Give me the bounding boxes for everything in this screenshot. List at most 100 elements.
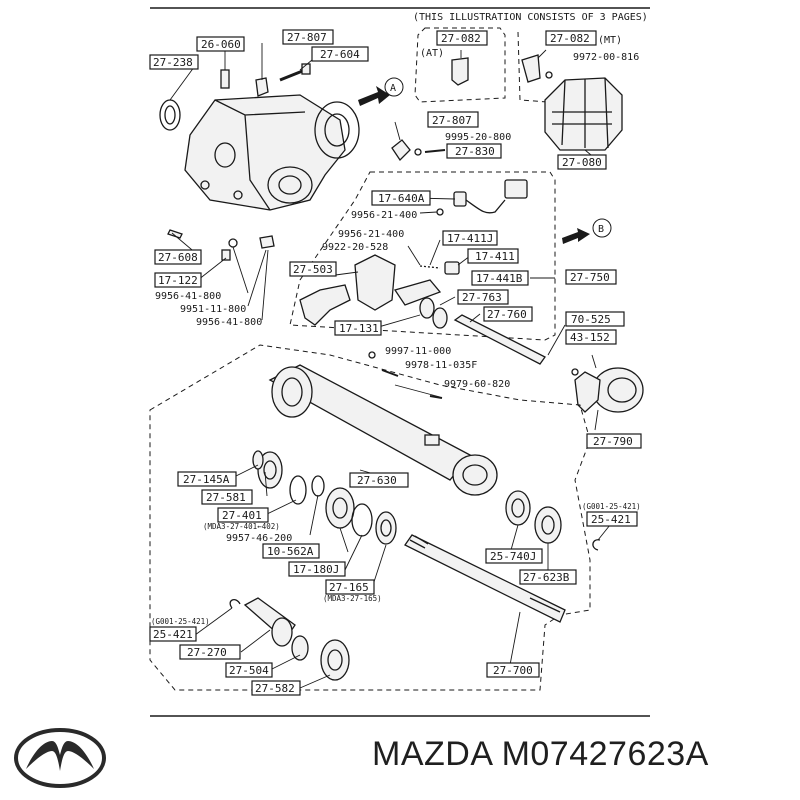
label-9957-46-200: 9957-46-200 [226, 533, 292, 544]
shift-group-outline [289, 171, 556, 341]
svg-text:27-165: 27-165 [329, 581, 369, 594]
label-17-411j: 17-411J [442, 230, 498, 246]
svg-text:70-525: 70-525 [571, 313, 611, 326]
label-27-082-mt: 27-082 [545, 30, 597, 46]
gear-shaft-27-270 [243, 597, 296, 647]
seal-27-623b [534, 506, 562, 544]
label-27-238: 27-238 [149, 54, 199, 70]
extension-housing-27-630 [268, 364, 498, 496]
label-9956-21-400-b: 9956-21-400 [338, 229, 404, 240]
label-17-131: 17-131 [334, 320, 382, 336]
sensor-17-640a [436, 179, 528, 216]
arrow-a: A [358, 77, 404, 106]
oil-seal-27-238 [159, 99, 181, 131]
gear-27-582 [320, 639, 350, 681]
spacer-17-180j [351, 503, 373, 537]
subnote-27-165: (MDA3-27-165) [323, 594, 382, 603]
label-9978-11-035f: 9978-11-035F [405, 360, 477, 371]
at-note: (AT) [420, 48, 444, 59]
label-25-421-right: 25-421 [586, 511, 638, 527]
arrow-b: B [562, 218, 612, 244]
snap-ring-27-401 [289, 475, 325, 505]
cover-27-080 [544, 77, 623, 151]
label-27-581: 27-581 [201, 489, 253, 505]
svg-text:27-582: 27-582 [255, 682, 295, 695]
svg-text:10-562A: 10-562A [267, 545, 314, 558]
svg-text:27-082: 27-082 [441, 32, 481, 45]
label-17-411: 17-411 [467, 248, 519, 264]
at-group-outline [414, 27, 506, 103]
svg-text:27-082: 27-082 [550, 32, 590, 45]
svg-text:17-411J: 17-411J [447, 232, 493, 245]
brand-part-number: MAZDA M07427623A [372, 735, 709, 773]
label-25-421-left: 25-421 [149, 626, 197, 642]
bolt-27-604 [279, 63, 311, 82]
label-27-700: 27-700 [486, 662, 540, 678]
shaft-27-760 [453, 314, 546, 365]
header-note: (THIS ILLUSTRATION CONSISTS OF 3 PAGES) [413, 12, 648, 23]
label-10-562a: 10-562A [262, 543, 320, 559]
label-27-608: 27-608 [154, 249, 202, 265]
bearing-27-504 [291, 635, 309, 661]
svg-text:17-180J: 17-180J [293, 563, 339, 576]
label-27-830: 27-830 [446, 143, 502, 159]
cap-27-790 [571, 354, 644, 413]
lower-group-outline [149, 344, 591, 691]
bolts-upper-left [167, 229, 275, 261]
shift-fork-17-131 [299, 284, 351, 326]
svg-text:25-740J: 25-740J [490, 550, 536, 563]
svg-text:27-238: 27-238 [153, 56, 193, 69]
parts-diagram: (THIS ILLUSTRATION CONSISTS OF 3 PAGES) … [149, 7, 650, 717]
svg-text:25-421: 25-421 [591, 513, 631, 526]
label-27-630: 27-630 [349, 472, 409, 488]
gear-27-145a [257, 451, 283, 489]
label-70-525: 70-525 [565, 311, 625, 327]
svg-text:27-604: 27-604 [320, 48, 360, 61]
svg-text:27-700: 27-700 [493, 664, 533, 677]
label-27-080: 27-080 [557, 154, 607, 170]
label-27-807-a: 27-807 [282, 29, 334, 45]
label-26-060: 26-060 [196, 36, 245, 52]
svg-text:27-581: 27-581 [206, 491, 246, 504]
bracket-27-807-b [391, 121, 422, 162]
label-17-180j: 17-180J [288, 561, 346, 577]
bearing-10-562a [325, 487, 355, 529]
mt-group-outline [517, 31, 549, 103]
svg-text:27-503: 27-503 [293, 263, 333, 276]
svg-text:27-750: 27-750 [570, 271, 610, 284]
svg-text:27-807: 27-807 [287, 31, 327, 44]
subnote-25-421-right: (G001-25-421) [582, 502, 641, 511]
subnote-27-401: (MDA3-27-401←402) [203, 522, 280, 531]
svg-text:27-630: 27-630 [357, 474, 397, 487]
label-17-441b: 17-441B [471, 270, 529, 286]
svg-text:17-441B: 17-441B [476, 272, 523, 285]
label-27-623b: 27-623B [519, 569, 577, 585]
bracket-27-082-at [451, 50, 469, 86]
svg-text:27-807: 27-807 [432, 114, 472, 127]
rod-17-411 [393, 261, 460, 306]
clip-25-421-left [229, 599, 241, 609]
mazda-logo-icon [14, 728, 106, 788]
label-27-750: 27-750 [565, 269, 617, 285]
label-27-165: 27-165 [325, 579, 375, 595]
subnote-25-421-left: (G001-25-421) [151, 617, 210, 626]
svg-text:27-145A: 27-145A [183, 473, 230, 486]
bracket-27-082-mt [521, 54, 553, 83]
label-27-582: 27-582 [251, 680, 301, 696]
shift-bracket-27-503 [354, 254, 396, 311]
svg-text:27-401: 27-401 [222, 509, 262, 522]
label-9979-60-820: 9979-60-820 [444, 379, 510, 390]
bearing-27-581 [252, 450, 264, 470]
bearing-27-763 [419, 297, 448, 329]
svg-text:25-421: 25-421 [153, 628, 193, 641]
mt-note: (MT) [598, 35, 622, 46]
arrow-a-letter: A [390, 83, 396, 94]
svg-text:27-504: 27-504 [229, 664, 269, 677]
label-27-401: 27-401 [217, 507, 269, 523]
clip-25-421-right [592, 539, 601, 551]
svg-text:27-623B: 27-623B [523, 571, 570, 584]
svg-text:27-790: 27-790 [593, 435, 633, 448]
label-27-270: 27-270 [179, 644, 241, 660]
bearing-25-740j [505, 490, 531, 526]
differential-housing [184, 94, 360, 211]
